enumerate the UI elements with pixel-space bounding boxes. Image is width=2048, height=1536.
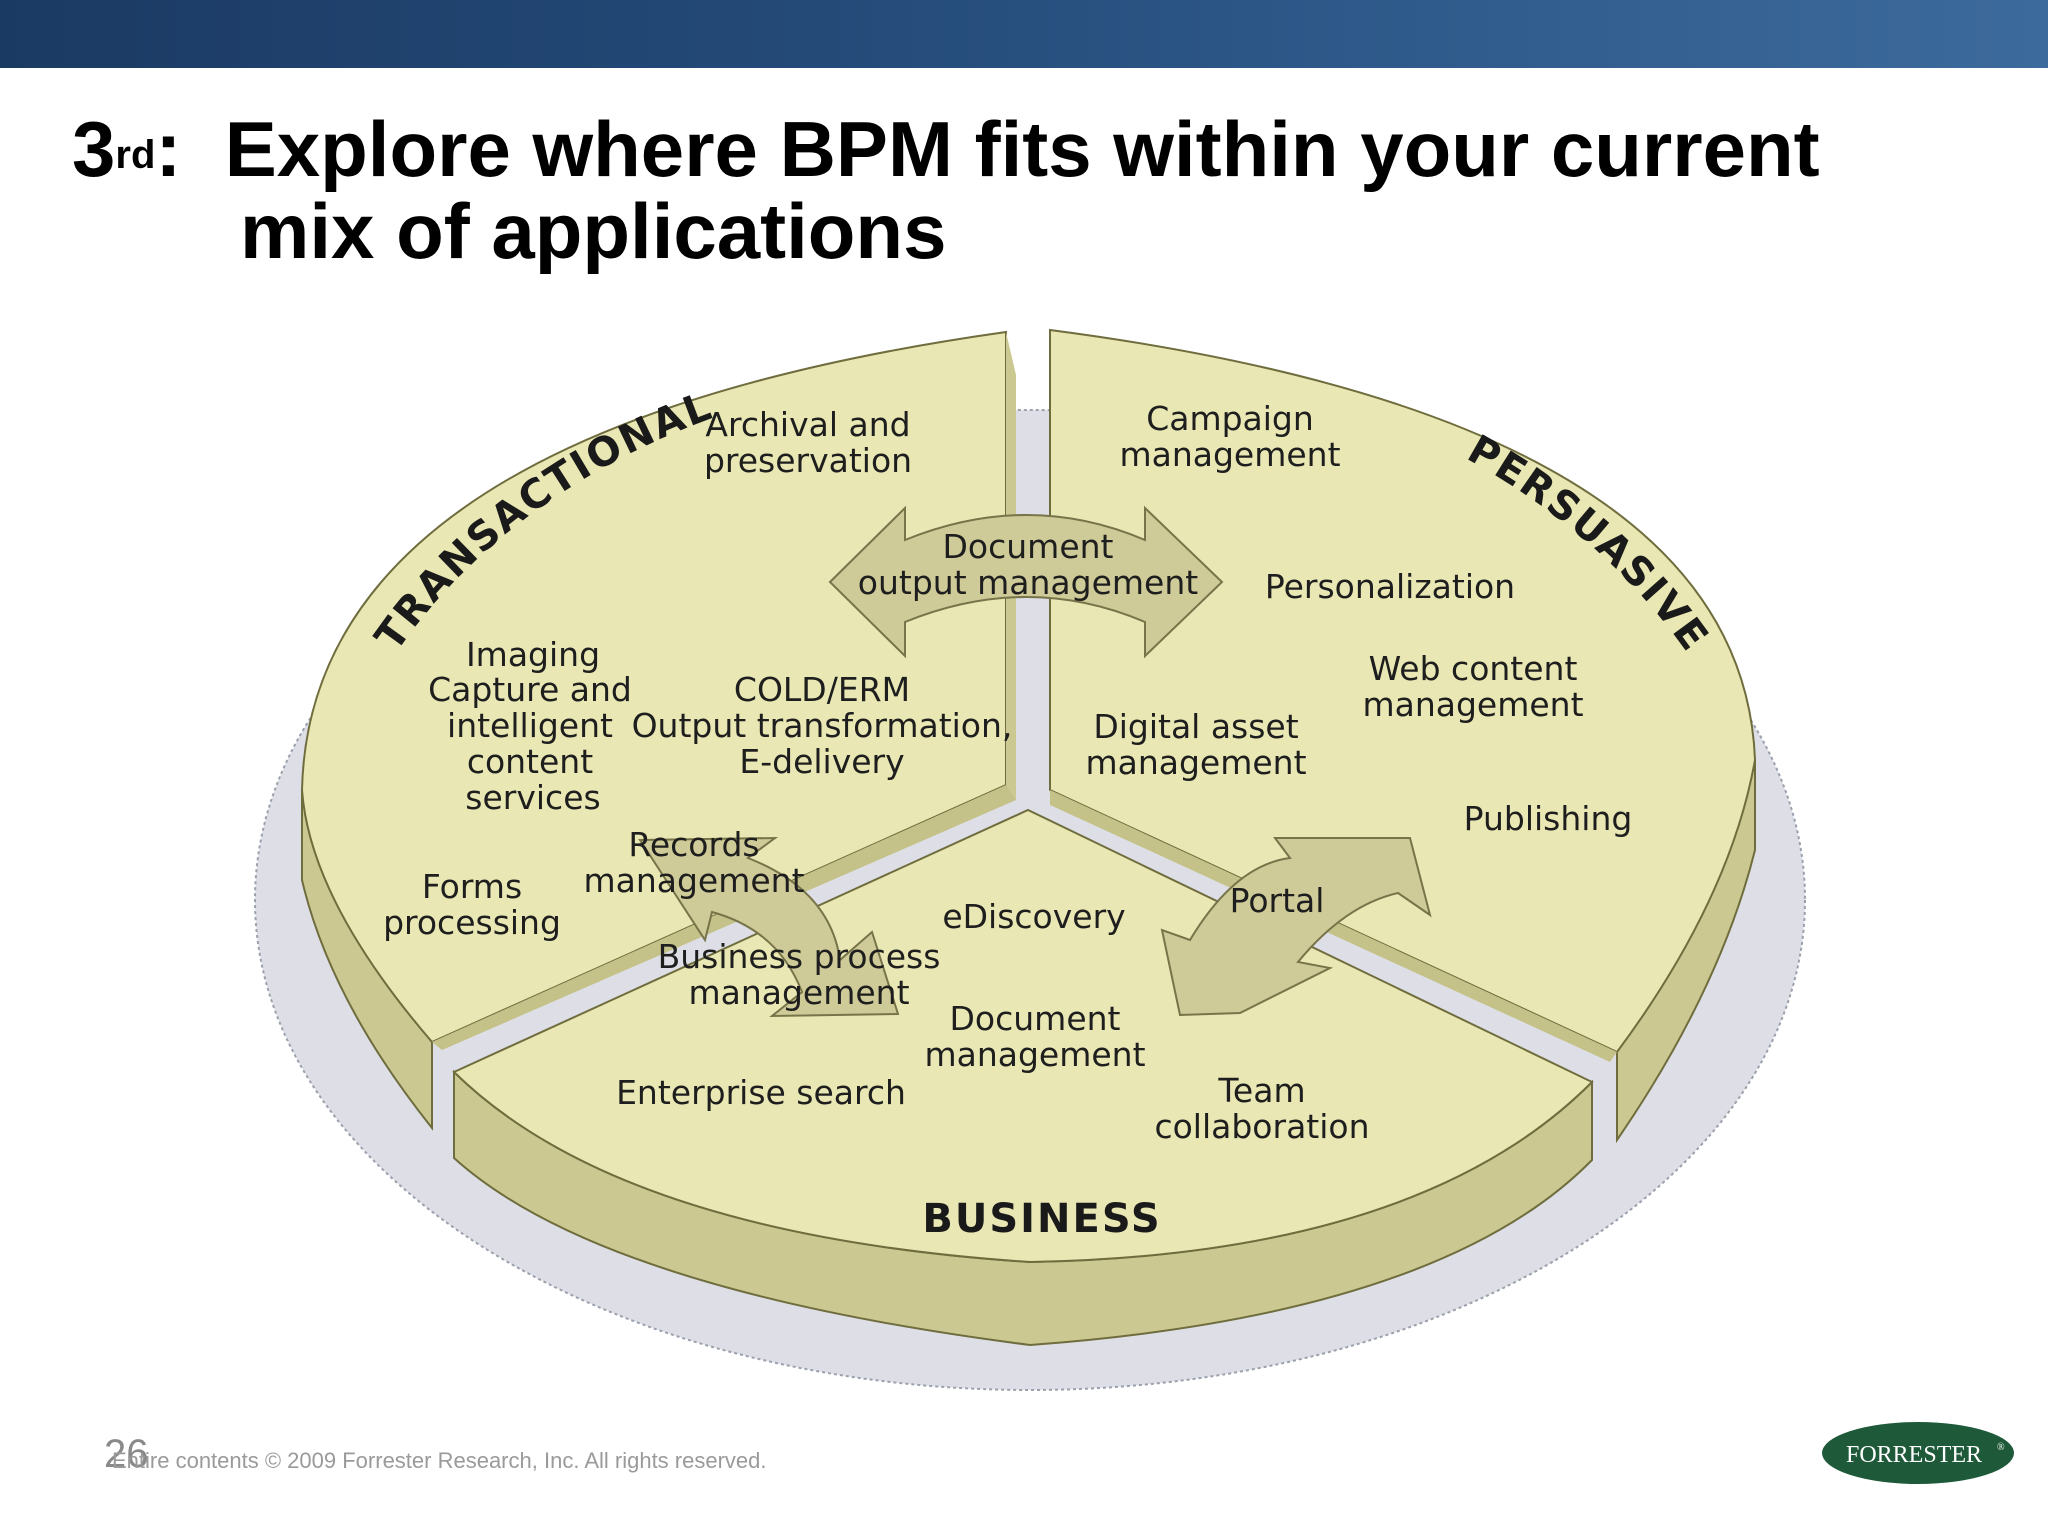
segment-name-business: BUSINESS: [922, 1196, 1161, 1242]
top-banner: [0, 0, 2048, 68]
label-bpm-2: management: [688, 973, 909, 1012]
label-team-collaboration-2: collaboration: [1154, 1107, 1369, 1146]
label-records-1: Records: [628, 825, 759, 864]
label-publishing: Publishing: [1464, 799, 1633, 838]
transactional-segment: [300, 330, 1007, 1044]
label-forms-1: Forms: [422, 867, 522, 906]
copyright-notice: Entire contents © 2009 Forrester Researc…: [112, 1448, 767, 1473]
business-segment: [452, 808, 1594, 1264]
label-campaign-2: management: [1119, 435, 1340, 474]
title-line-2: mix of applications: [240, 187, 947, 275]
label-ediscovery: eDiscovery: [942, 897, 1125, 936]
records-bpm-arrow: [638, 836, 900, 1018]
gap-wall-left: [432, 785, 1016, 1050]
portal-arrow: [1160, 837, 1432, 1017]
logo-wordmark: FORRESTER: [1846, 1442, 1982, 1468]
title-number: 3: [72, 105, 116, 193]
label-digital-asset-1: Digital asset: [1093, 707, 1298, 746]
label-records-2: management: [583, 861, 804, 900]
label-forms-2: processing: [383, 903, 561, 942]
title-line-1: Explore where BPM fits within your curre…: [224, 105, 1820, 193]
label-imaging-1: Imaging: [466, 635, 600, 674]
label-bpm-1: Business process: [658, 937, 941, 976]
label-cold-erm-2: Output transformation,: [632, 706, 1013, 745]
label-enterprise-search: Enterprise search: [616, 1073, 906, 1112]
label-web-content-2: management: [1362, 685, 1583, 724]
forrester-logo: FORRESTER ®: [1822, 1422, 2014, 1484]
label-document-output-2: output management: [858, 563, 1198, 602]
label-imaging-2: Capture and: [428, 670, 632, 709]
title-ordinal-suffix: rd: [115, 133, 156, 177]
label-portal: Portal: [1230, 881, 1325, 920]
label-team-collaboration-1: Team: [1217, 1071, 1305, 1110]
logo-registered-mark: ®: [1997, 1442, 2005, 1453]
slide-title: 3rd: Explore where BPM fits within your …: [72, 108, 1972, 272]
label-cold-erm-1: COLD/ERM: [734, 670, 910, 709]
label-campaign-1: Campaign: [1146, 399, 1314, 438]
persuasive-segment: [1049, 328, 1757, 1054]
label-imaging-5: services: [465, 778, 600, 817]
label-digital-asset-2: management: [1085, 743, 1306, 782]
label-document-management-1: Document: [950, 999, 1121, 1038]
label-imaging-4: content: [467, 742, 593, 781]
document-output-double-arrow: [828, 505, 1224, 659]
application-mix-diagram: TRANSACTIONAL PERSUASIVE BUSINESS Archiv…: [254, 328, 1806, 1391]
label-imaging-3: intelligent: [447, 706, 613, 745]
label-document-output-1: Document: [943, 527, 1114, 566]
slide-number: 26: [104, 1432, 149, 1476]
label-personalization: Personalization: [1265, 567, 1515, 606]
label-web-content-1: Web content: [1369, 649, 1578, 688]
label-archival-2: preservation: [704, 441, 912, 480]
label-cold-erm-3: E-delivery: [739, 742, 904, 781]
label-archival-1: Archival and: [705, 405, 910, 444]
title-colon: :: [155, 105, 182, 193]
label-document-management-2: management: [924, 1035, 1145, 1074]
